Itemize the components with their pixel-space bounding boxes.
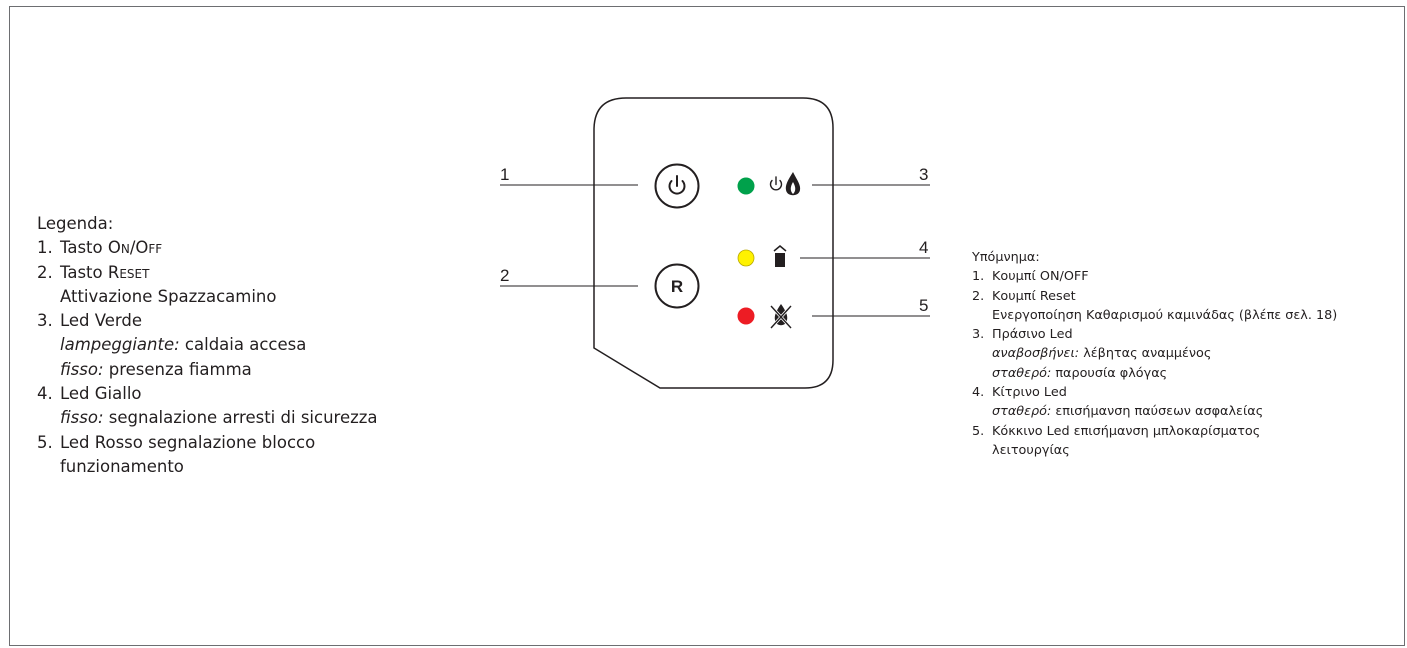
- legend-gr-item-2: 2. Κουμπί Reset: [972, 288, 1076, 304]
- legend-list: 1. Tasto On/Off 2. Tasto Reset Attivazio…: [37, 236, 378, 479]
- led-yellow: [737, 249, 755, 267]
- legend-italian: Legenda: 1. Tasto On/Off 2. Tasto Reset …: [37, 212, 378, 479]
- legend-item-1: 1. Tasto On/Off: [37, 238, 163, 258]
- power-icon: [668, 175, 686, 195]
- crossed-flame-icon: [769, 304, 793, 330]
- legend-item-4: 4. Led Giallo: [37, 384, 142, 404]
- reset-button-label: R: [671, 277, 683, 296]
- legend-list-greek: 1. Κουμπί ON/OFF 2. Κουμπί Reset Ενεργοπ…: [972, 267, 1372, 460]
- legend-gr-item-5-sub: λειτουργίας: [992, 442, 1070, 458]
- panel-outline: [593, 97, 834, 389]
- legend-gr-item-3-sub-2: σταθερό: παρουσία φλόγας: [992, 365, 1168, 381]
- legend-gr-item-2-sub: Ενεργοποίηση Καθαρισμού καμινάδας (βλέπε…: [992, 307, 1338, 323]
- callout-number-3: 3: [919, 165, 928, 184]
- legend-title-greek: Υπόμνημα:: [972, 250, 1040, 265]
- legend-item-5: 5. Led Rosso segnalazione blocco: [37, 432, 316, 452]
- callout-number-2: 2: [500, 266, 509, 285]
- legend-item-2: 2. Tasto Reset: [37, 262, 150, 282]
- legend-gr-item-1: 1. Κουμπί ON/OFF: [972, 269, 1089, 285]
- legend-gr-item-4: 4. Κίτρινο Led: [972, 385, 1067, 401]
- legend-gr-item-3-sub-1: αναβοσβήνει: λέβητας αναμμένος: [992, 346, 1212, 362]
- legend-title: Legenda:: [37, 214, 114, 233]
- legend-item-2-sub: Attivazione Spazzacamino: [60, 286, 277, 306]
- callout-number-4: 4: [919, 238, 928, 257]
- callout-number-5: 5: [919, 296, 928, 315]
- legend-gr-item-3: 3. Πράσινο Led: [972, 327, 1073, 343]
- legend-greek: Υπόμνημα: 1. Κουμπί ON/OFF 2. Κουμπί Res…: [972, 248, 1372, 460]
- chimney-icon: [773, 245, 787, 267]
- callout-number-1: 1: [500, 165, 509, 184]
- legend-item-3-sub-2: fisso: presenza fiamma: [60, 359, 252, 379]
- legend-item-3: 3. Led Verde: [37, 311, 143, 331]
- legend-item-3-sub-1: lampeggiante: caldaia accesa: [60, 335, 307, 355]
- legend-item-5-sub: funzionamento: [60, 456, 184, 476]
- legend-gr-item-5: 5. Κόκκινο Led επισήμανση μπλοκαρίσματος: [972, 423, 1261, 439]
- led-red: [737, 307, 755, 325]
- power-button[interactable]: [654, 163, 700, 209]
- legend-item-4-sub-1: fisso: segnalazione arresti di sicurezza: [60, 408, 378, 428]
- power-flame-icon: [769, 172, 801, 196]
- page-frame: [9, 6, 1405, 646]
- legend-gr-item-4-sub-1: σταθερό: επισήμανση παύσεων ασφαλείας: [992, 404, 1264, 420]
- reset-button[interactable]: R: [654, 263, 700, 309]
- led-green: [737, 177, 755, 195]
